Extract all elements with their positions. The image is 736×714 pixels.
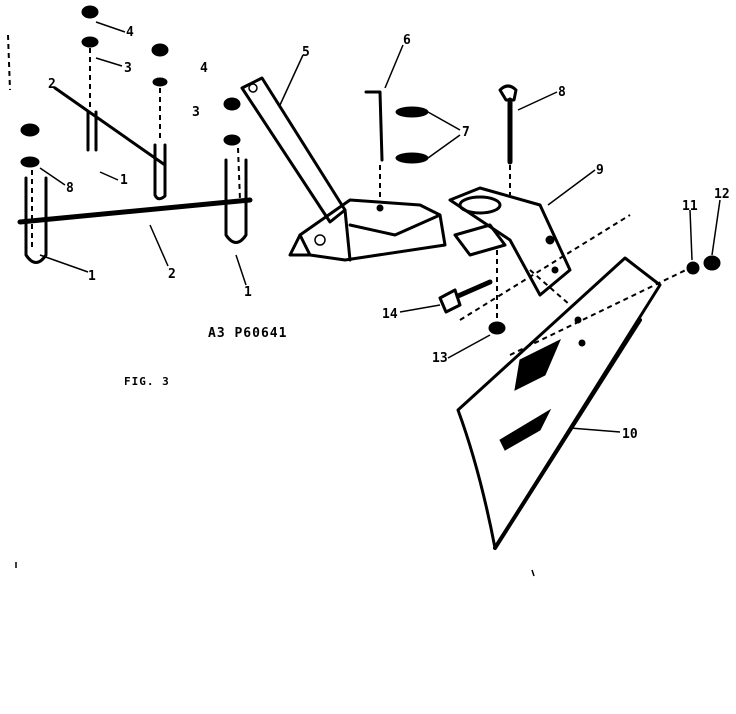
callout-2a: 2 [48, 77, 56, 92]
right-assembly [399, 84, 596, 359]
nut-top-b [81, 36, 99, 48]
figure-caption: FIG. 3 [124, 375, 170, 388]
figure-code: A3 P60641 [208, 326, 287, 341]
bolt-14 [438, 288, 462, 314]
callout-12: 12 [714, 187, 730, 202]
nut-top-a [81, 5, 99, 19]
callout-14: 14 [382, 307, 398, 322]
u-bolt-left [24, 176, 48, 264]
nut-top-d [152, 77, 168, 87]
left-assembly [7, 5, 253, 286]
u-bolt-upper [86, 110, 167, 201]
callout-3a: 3 [124, 61, 132, 76]
swivel-9 [448, 186, 572, 297]
nut-4-left [20, 123, 40, 137]
washer-left [20, 156, 40, 168]
callout-9: 9 [596, 163, 604, 178]
bolt-7a [395, 106, 429, 118]
callout-3b: 3 [192, 105, 200, 120]
j-bolt-6 [364, 90, 384, 162]
swivel-lower [453, 223, 507, 257]
callout-2b: 2 [168, 267, 176, 282]
callout-1c: 1 [244, 285, 252, 300]
nut-13 [488, 321, 506, 335]
callout-4a: 4 [126, 25, 134, 40]
center-assembly [240, 44, 461, 262]
nut-12 [703, 255, 721, 271]
nut-11 [686, 261, 700, 275]
blade [456, 256, 662, 550]
bolt-8 [498, 84, 518, 102]
callout-13: 13 [432, 351, 448, 366]
callout-6: 6 [403, 33, 411, 48]
nut-right [223, 134, 241, 146]
callout-labels: 4 3 2 1 8 2 1 4 3 1 5 6 7 8 9 11 12 14 1… [48, 25, 730, 442]
callout-5: 5 [302, 45, 310, 60]
bolt-7b [395, 152, 429, 164]
nut-top-c [151, 43, 169, 57]
callout-8b: 8 [558, 85, 566, 100]
blade-10 [456, 199, 721, 550]
callout-7: 7 [462, 125, 470, 140]
bar-2 [17, 197, 253, 225]
nut-4-mid [223, 97, 241, 111]
callout-1a: 1 [120, 173, 128, 188]
arm-5 [240, 76, 347, 224]
callout-10: 10 [622, 427, 638, 442]
u-bolt-right [224, 158, 248, 244]
callout-11: 11 [682, 199, 698, 214]
callout-8: 8 [66, 181, 74, 196]
callout-4b: 4 [200, 61, 208, 76]
callout-1b: 1 [88, 269, 96, 284]
bracket [298, 198, 447, 262]
